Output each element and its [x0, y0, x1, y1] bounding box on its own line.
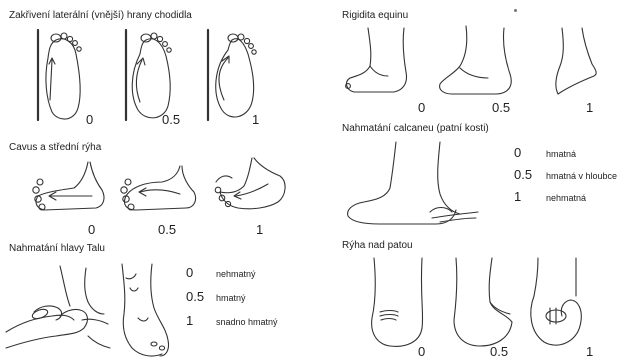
rigidity-score-0-5: 0.5: [492, 100, 510, 115]
calcaneus-legend-label-1: nehmatná: [546, 193, 586, 203]
calcaneus-legend-value-0: 0: [514, 145, 521, 160]
leg-side-icon: [548, 26, 608, 98]
leg-side-icon: [112, 262, 174, 358]
heel-crease-score-0-5: 0.5: [490, 344, 508, 359]
heel-back-icon: [450, 256, 522, 348]
heel-back-icon: [366, 256, 436, 348]
foot-sole-icon: [200, 28, 270, 123]
heel-crease-score-1: 1: [586, 344, 593, 359]
foot-side-icon: [118, 160, 203, 216]
lateral-score-1: 1: [252, 112, 259, 127]
rigidity-title: Rigidita equinu: [342, 10, 408, 21]
rigidity-score-1: 1: [586, 100, 593, 115]
foot-side-icon: [30, 158, 112, 216]
lateral-score-0: 0: [86, 112, 93, 127]
leg-side-icon: [344, 140, 484, 226]
talus-title: Nahmatání hlavy Talu: [9, 243, 105, 254]
calcaneus-legend-label-0-5: hmatná v hloubce: [546, 171, 617, 181]
heel-crease-score-0: 0: [418, 344, 425, 359]
leg-side-icon: [340, 26, 420, 98]
lateral-border-title: Zakřivení laterální (vnější) hrany chodi…: [9, 10, 192, 21]
heel-back-icon: [526, 256, 606, 348]
calcaneus-title: Nahmatání calcaneu (patní kosti): [342, 123, 489, 134]
talus-legend-label-1: snadno hmatný: [216, 317, 278, 327]
heel-crease-title: Rýha nad patou: [342, 240, 413, 251]
talus-legend-value-1: 1: [186, 313, 193, 328]
leg-side-icon: [436, 24, 522, 98]
foot-sole-icon: [118, 28, 188, 123]
lateral-score-0-5: 0.5: [162, 112, 180, 127]
foot-side-icon: [208, 154, 293, 216]
foot-sole-icon: [30, 28, 95, 123]
calcaneus-legend-value-1: 1: [514, 189, 521, 204]
cavus-score-0: 0: [88, 222, 95, 237]
rigidity-score-0: 0: [418, 100, 425, 115]
calcaneus-legend-label-0: hmatná: [546, 149, 576, 159]
cavus-score-0-5: 0.5: [158, 222, 176, 237]
talus-legend-value-0: 0: [186, 265, 193, 280]
calcaneus-legend-value-0-5: 0.5: [514, 167, 532, 182]
cavus-score-1: 1: [256, 222, 263, 237]
talus-legend-value-0-5: 0.5: [186, 289, 204, 304]
decorative-dot: [514, 9, 517, 12]
cavus-title: Cavus a střední rýha: [9, 142, 101, 153]
talus-legend-label-0: nehmatný: [216, 269, 256, 279]
hand-palpation-icon: [4, 262, 114, 358]
talus-legend-label-0-5: hmatný: [216, 293, 246, 303]
